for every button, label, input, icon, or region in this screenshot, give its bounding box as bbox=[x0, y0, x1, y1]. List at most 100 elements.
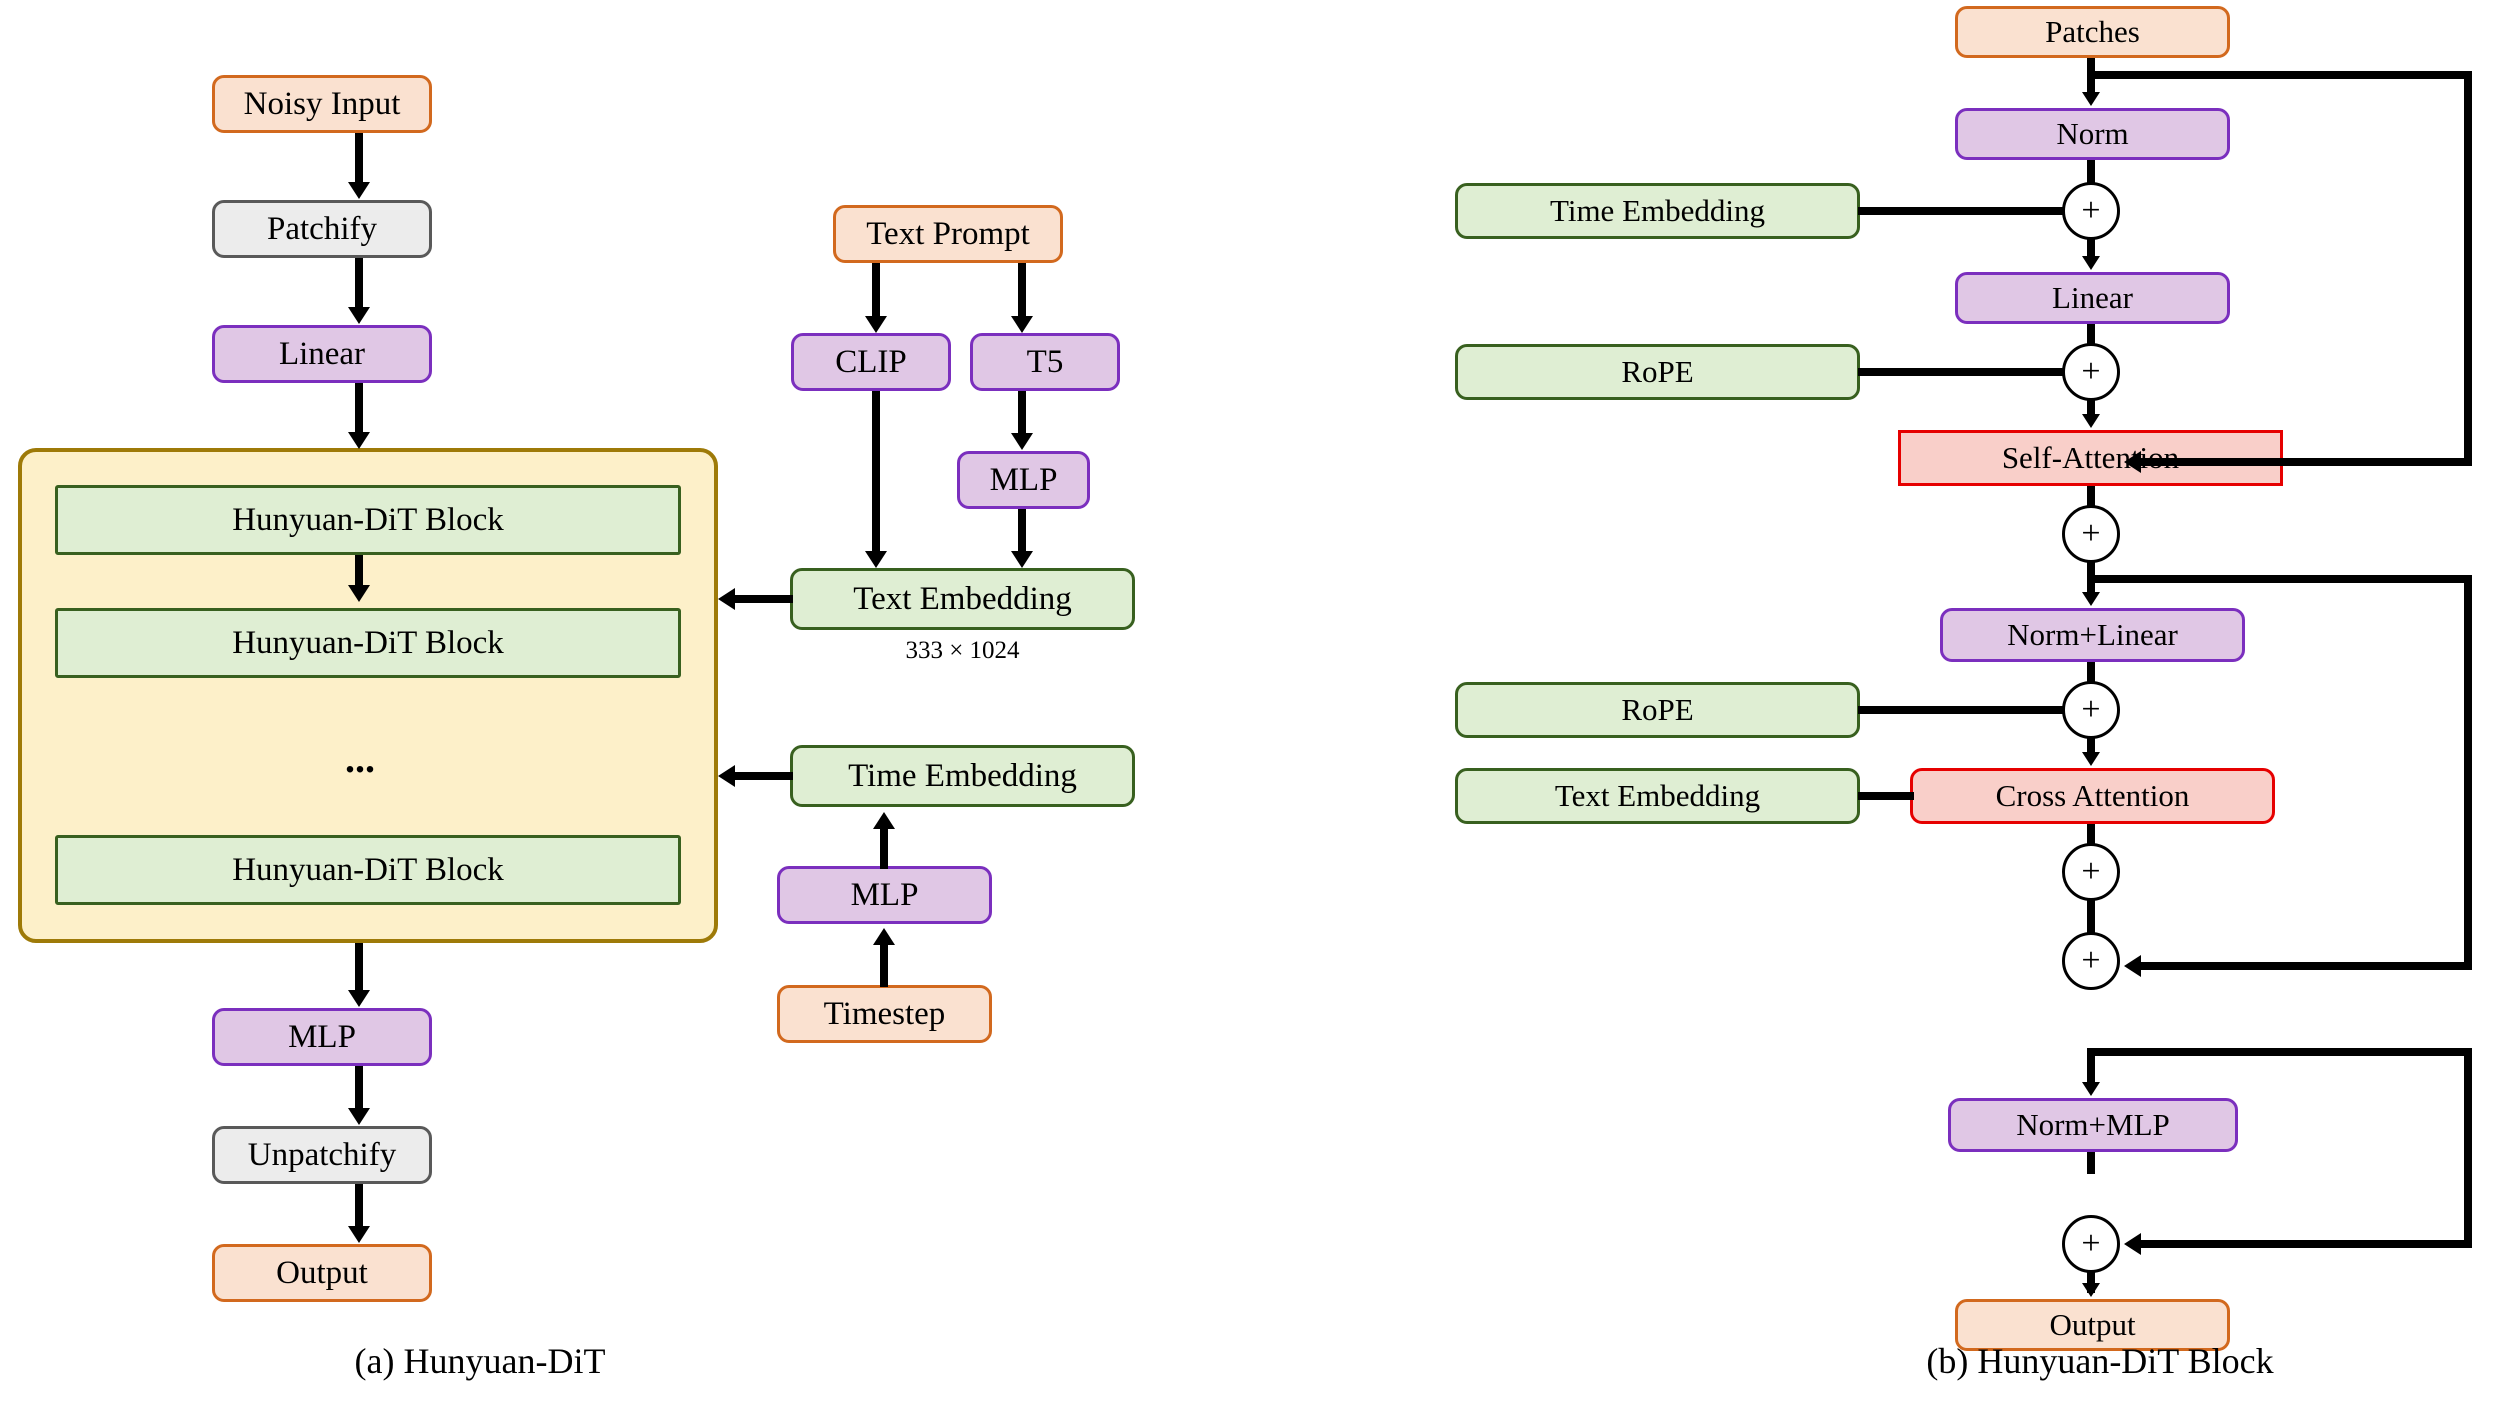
arrowhead-down bbox=[2082, 1082, 2100, 1096]
node-side-rope-1[interactable]: RoPE bbox=[1455, 344, 1860, 400]
node-output-mlp[interactable]: MLP bbox=[212, 1008, 432, 1066]
node-label: Noisy Input bbox=[243, 85, 401, 122]
skip-connection-2-top bbox=[2087, 575, 2472, 583]
connector-time-embedding-to-plus bbox=[1858, 207, 2064, 215]
arrow-linear-to-plus bbox=[2087, 324, 2095, 346]
node-hunyuan-dit-block-3[interactable]: Hunyuan-DiT Block bbox=[55, 835, 681, 905]
arrow-plus2-to-self-attention bbox=[2087, 399, 2095, 421]
node-timestep[interactable]: Timestep bbox=[777, 985, 992, 1043]
arrowhead-down bbox=[1011, 551, 1033, 568]
node-clip[interactable]: CLIP bbox=[791, 333, 951, 391]
arrow-normmlp-to-plus bbox=[2087, 1152, 2095, 1174]
node-label: Hunyuan-DiT Block bbox=[232, 501, 504, 538]
node-side-rope-2[interactable]: RoPE bbox=[1455, 682, 1860, 738]
node-output[interactable]: Output bbox=[212, 1244, 432, 1302]
arrow-time-embedding-to-blockstack bbox=[735, 772, 793, 780]
arrowhead-down bbox=[865, 551, 887, 568]
node-text-prompt[interactable]: Text Prompt bbox=[833, 205, 1063, 263]
node-noisy-input[interactable]: Noisy Input bbox=[212, 75, 432, 133]
block-stack-ellipsis: ... bbox=[345, 736, 375, 781]
node-label: Linear bbox=[2052, 279, 2133, 315]
node-label: T5 bbox=[1026, 343, 1064, 380]
node-label: Norm bbox=[2056, 115, 2129, 151]
arrowhead-down bbox=[2082, 256, 2100, 270]
node-linear[interactable]: Linear bbox=[212, 325, 432, 383]
node-label: Norm+MLP bbox=[2016, 1106, 2170, 1142]
node-cross-attention[interactable]: Cross Attention bbox=[1910, 768, 2275, 824]
node-label: Time Embedding bbox=[848, 757, 1077, 794]
node-label: Text Prompt bbox=[866, 215, 1030, 252]
node-norm-plus-linear[interactable]: Norm+Linear bbox=[1940, 608, 2245, 662]
arrow-prompt-to-t5 bbox=[1018, 263, 1026, 319]
node-patchify[interactable]: Patchify bbox=[212, 200, 432, 258]
node-time-embedding[interactable]: Time Embedding bbox=[790, 745, 1135, 807]
node-t5[interactable]: T5 bbox=[970, 333, 1120, 391]
node-label: MLP bbox=[850, 876, 919, 913]
arrow-plus5-down bbox=[2087, 899, 2095, 945]
node-unpatchify[interactable]: Unpatchify bbox=[212, 1126, 432, 1184]
node-time-mlp[interactable]: MLP bbox=[777, 866, 992, 924]
node-label: Cross Attention bbox=[1995, 777, 2190, 813]
arrow-plus4-to-cross-attention bbox=[2087, 737, 2095, 759]
arrow-timemlp-to-time-embedding bbox=[880, 827, 888, 869]
skip-connection-2-right bbox=[2464, 575, 2472, 970]
arrowhead-down bbox=[2082, 752, 2100, 766]
node-label: Output bbox=[276, 1254, 368, 1291]
node-text-mlp[interactable]: MLP bbox=[957, 451, 1090, 509]
arrowhead-down bbox=[2082, 1283, 2100, 1297]
node-label: MLP bbox=[989, 461, 1058, 498]
arrow-plus7-to-output bbox=[2087, 1271, 2095, 1293]
arrowhead-down bbox=[2082, 414, 2100, 428]
node-hunyuan-dit-block-2[interactable]: Hunyuan-DiT Block bbox=[55, 608, 681, 678]
node-label: Norm+Linear bbox=[2007, 616, 2178, 652]
skip-connection-3-bottom bbox=[2140, 1240, 2472, 1248]
arrow-mlp-to-unpatchify bbox=[355, 1066, 363, 1111]
arrowhead-up bbox=[873, 812, 895, 829]
arrow-patches-to-norm-2 bbox=[2087, 71, 2095, 97]
arrowhead-down bbox=[865, 316, 887, 333]
node-side-time-embedding[interactable]: Time Embedding bbox=[1455, 183, 1860, 239]
arrow-plus1-to-linear bbox=[2087, 238, 2095, 263]
arrow-noisy-input-to-patchify bbox=[355, 133, 363, 185]
node-label: Patchify bbox=[267, 210, 377, 247]
skip-connection-3-right bbox=[2464, 1048, 2472, 1248]
arrow-unpatchify-to-output bbox=[355, 1184, 363, 1229]
residual-plus-4: + bbox=[2062, 681, 2120, 739]
arrow-textmlp-to-text-embedding bbox=[1018, 509, 1026, 554]
connector-rope1-to-plus bbox=[1858, 368, 2064, 376]
node-hunyuan-dit-block-1[interactable]: Hunyuan-DiT Block bbox=[55, 485, 681, 555]
node-label: Output bbox=[2049, 1306, 2136, 1342]
residual-plus-1: + bbox=[2062, 182, 2120, 240]
node-label: Text Embedding bbox=[1554, 777, 1761, 813]
node-label: Timestep bbox=[823, 995, 946, 1032]
arrowhead-down bbox=[2082, 92, 2100, 106]
skip-connection-2-bottom bbox=[2140, 962, 2472, 970]
arrowhead-up bbox=[873, 928, 895, 945]
residual-plus-6: + bbox=[2062, 932, 2120, 990]
panel-b-caption: (b) Hunyuan-DiT Block bbox=[1926, 1341, 2274, 1381]
arrowhead-down bbox=[1011, 316, 1033, 333]
node-side-text-embedding[interactable]: Text Embedding bbox=[1455, 768, 1860, 824]
arrowhead-down bbox=[348, 432, 370, 449]
node-label: Time Embedding bbox=[1549, 192, 1765, 228]
arrow-blockstack-to-mlp bbox=[355, 943, 363, 993]
node-norm[interactable]: Norm bbox=[1955, 108, 2230, 160]
arrow-t5-to-mlp bbox=[1018, 391, 1026, 436]
arrow-self-attention-to-plus bbox=[2087, 486, 2095, 508]
arrow-cross-attention-to-plus bbox=[2087, 824, 2095, 846]
arrowhead-left bbox=[2124, 451, 2141, 473]
skip-connection-1-bottom bbox=[2140, 458, 2472, 466]
arrow-patchify-to-linear bbox=[355, 258, 363, 310]
node-b-output[interactable]: Output bbox=[1955, 1299, 2230, 1351]
node-b-linear[interactable]: Linear bbox=[1955, 272, 2230, 324]
arrow-normlinear-to-plus bbox=[2087, 662, 2095, 684]
arrow-plus5-to-normmlp bbox=[2087, 1048, 2095, 1088]
node-text-embedding[interactable]: Text Embedding bbox=[790, 568, 1135, 630]
node-label: Hunyuan-DiT Block bbox=[232, 624, 504, 661]
arrowhead-down bbox=[2082, 592, 2100, 606]
node-patches[interactable]: Patches bbox=[1955, 6, 2230, 58]
node-label: Patches bbox=[2045, 13, 2140, 49]
arrowhead-left bbox=[2124, 955, 2141, 977]
node-norm-plus-mlp[interactable]: Norm+MLP bbox=[1948, 1098, 2238, 1152]
